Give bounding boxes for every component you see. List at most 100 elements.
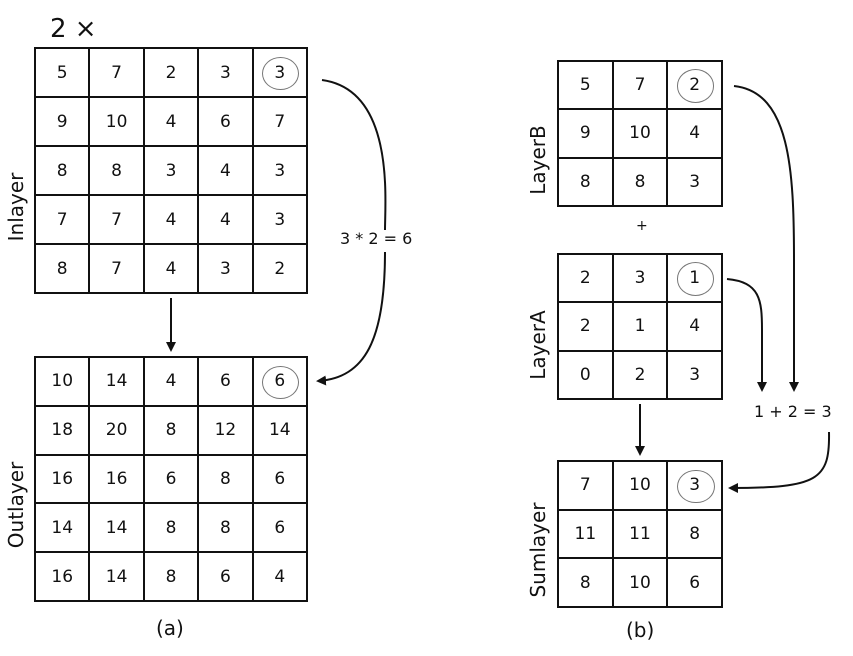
sumlayer-cell: 11 [558,509,613,559]
inlayer-cell: 9 [35,97,90,146]
inlayer-cell-value: 7 [111,209,122,230]
outlayer-cell-value: 6 [219,371,231,392]
layera-cell: 3 [667,350,722,399]
inlayer-cell: 3 [143,146,199,195]
layerb-cell-value: 7 [634,75,646,96]
layera-cell: 2 [612,350,668,399]
inlayer-cell-value: 7 [111,62,122,83]
inlayer-cell-value: 10 [105,111,128,132]
inlayer-cell: 7 [252,97,307,146]
inlayer-cell: 5 [35,48,90,97]
sumlayer-cell: 7 [558,461,613,510]
inlayer-cell-value: 3 [219,258,231,279]
outlayer-cell: 6 [252,357,307,406]
layera-cell-value: 2 [579,268,591,289]
outlayer-cell-value: 16 [51,468,74,489]
inlayer-cell: 6 [198,97,253,146]
inlayer-cell-value: 4 [165,258,177,279]
sumlayer-cell-value: 11 [629,523,651,544]
arrow-equation-a [318,79,387,381]
inlayer-cell: 7 [89,48,144,97]
outlayer-cell: 6 [198,357,253,406]
outlayer-cell: 4 [143,357,199,406]
outlayer-cell-value: 6 [219,566,231,587]
sumlayer-cell: 6 [667,558,722,607]
inlayer-cell: 3 [252,48,307,97]
outlayer-cell: 18 [35,405,90,455]
inlayer-cell: 10 [89,97,144,146]
inlayer-cell: 4 [198,146,253,195]
inlayer-cell: 8 [35,146,90,195]
arrow-layera-to-eq [726,278,767,392]
sumlayer-cell: 11 [612,509,668,559]
inlayer-cell-value: 7 [111,258,122,279]
outlayer-cell-value: 8 [165,420,177,441]
inlayer-cell-value: 8 [56,160,68,181]
outlayer-cell: 6 [252,503,307,553]
inlayer-cell-value: 3 [274,160,286,181]
inlayer-cell-value: 3 [165,160,177,181]
inlayer-cell: 3 [252,195,307,244]
outlayer-cell-value: 14 [105,517,128,538]
layera-cell: 1 [612,302,668,351]
inlayer-cell: 7 [89,244,144,293]
layerb-cell-value: 3 [689,171,701,192]
outlayer-cell-value: 4 [274,566,286,587]
outlayer-cell-value: 8 [219,468,231,489]
outlayer-cell: 8 [198,454,253,504]
caption-a: (a) [156,616,184,640]
outlayer-cell-value: 8 [165,566,177,587]
outlayer-cell-value: 8 [165,517,177,538]
outlayer-cell: 8 [143,503,199,553]
outlayer-cell-value: 6 [274,468,286,489]
inlayer-cell: 7 [35,195,90,244]
sumlayer-cell-value: 7 [579,475,591,496]
layerb-cell: 8 [558,157,613,206]
outlayer-cell: 14 [35,503,90,553]
sumlayer-cell: 3 [667,461,722,510]
layera-cell: 0 [558,350,613,399]
layera-cell-value: 1 [634,316,646,337]
highlight-circle [676,469,715,504]
highlight-circle [261,56,300,91]
outlayer-cell: 12 [198,405,253,455]
outlayer-cell: 6 [252,454,307,504]
equation-a: 3 * 2 = 6 [340,229,413,248]
layerb-cell-value: 8 [634,171,646,192]
layera-cell: 2 [558,302,613,351]
sumlayer-cell-value: 6 [689,572,701,593]
layerb-cell-value: 5 [579,75,591,96]
inlayer-cell: 3 [198,48,253,97]
inlayer-cell: 4 [143,97,199,146]
outlayer-cell-value: 4 [165,371,177,392]
inlayer-cell-value: 2 [165,62,177,83]
layerb-cell: 10 [612,109,668,158]
layera-cell: 4 [667,302,722,351]
arrow-layerb-to-eq [733,85,799,392]
outlayer-cell: 8 [143,405,199,455]
layerb-cell: 4 [667,109,722,158]
sumlayer-cell-value: 8 [689,523,701,544]
outlayer-cell-value: 6 [274,517,286,538]
inlayer-cell: 2 [252,244,307,293]
layerb-cell-value: 10 [629,123,651,144]
layera-cell-value: 4 [689,316,701,337]
layera-cell-value: 2 [634,364,646,385]
outlayer-cell: 16 [35,454,90,504]
layerb-cell-value: 8 [579,171,591,192]
outlayer-cell-value: 14 [105,566,128,587]
outlayer-cell-value: 20 [105,420,128,441]
inlayer-cell: 7 [89,195,144,244]
equation-b: 1 + 2 = 3 [754,402,832,421]
outlayer-cell-value: 14 [51,517,74,538]
sumlayer-cell-value: 10 [629,475,651,496]
arrow-eq-to-sum [728,431,831,493]
outlayer-cell: 6 [198,552,253,601]
outlayer-cell-value: 10 [51,371,74,392]
highlight-circle [677,262,715,296]
